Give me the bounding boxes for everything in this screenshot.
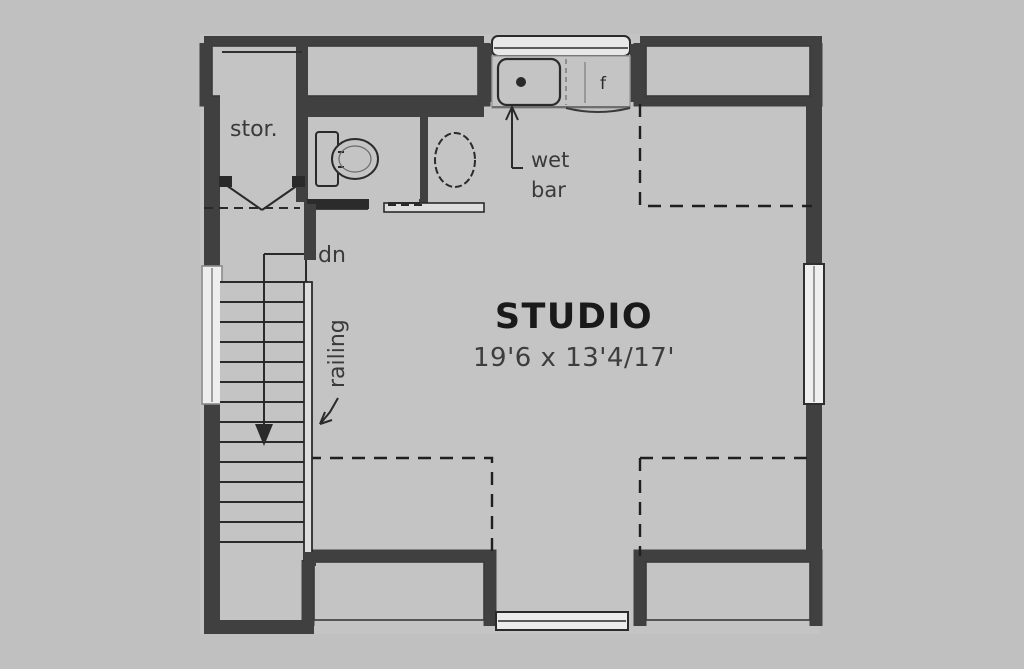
lavatory-fixture <box>434 132 476 188</box>
wet-bar-label-line2: bar <box>531 178 566 202</box>
knee-wall-dashed-lines <box>308 104 812 556</box>
stair-lower-walls <box>304 552 316 566</box>
window-right <box>803 263 825 405</box>
refrigerator-mark: f <box>600 74 607 94</box>
bottom-dormer-recesses <box>301 549 823 626</box>
wet-bar-counter <box>478 44 644 113</box>
dn-label: dn <box>318 243 346 268</box>
studio-title: STUDIO <box>495 297 653 337</box>
bottom-dormer-fill <box>314 562 810 620</box>
toilet-fixture <box>315 131 379 187</box>
lav-door <box>383 202 485 213</box>
studio-dimensions: 19'6 x 13'4/17' <box>473 343 675 373</box>
wet-bar-label-line1: wet <box>531 148 569 172</box>
bottom-dormer-outline <box>313 561 811 621</box>
railing-leader <box>319 397 339 425</box>
sink-drain-icon <box>516 77 526 87</box>
wet-bar-leader <box>505 104 523 169</box>
storage-label: stor. <box>230 117 278 142</box>
railing-label: railing <box>325 319 350 388</box>
interior-walls <box>304 204 316 260</box>
bar-sink-basin <box>496 57 562 107</box>
window-left <box>201 265 223 405</box>
stair-railing <box>303 281 313 561</box>
window-bottom-dormer <box>495 611 629 631</box>
storage-closet <box>220 44 308 202</box>
bath-door <box>307 199 369 209</box>
staircase <box>220 281 313 561</box>
window-top-dormer <box>491 35 631 57</box>
storage-bifold-door <box>204 176 305 211</box>
stair-down-arrow <box>255 424 273 446</box>
